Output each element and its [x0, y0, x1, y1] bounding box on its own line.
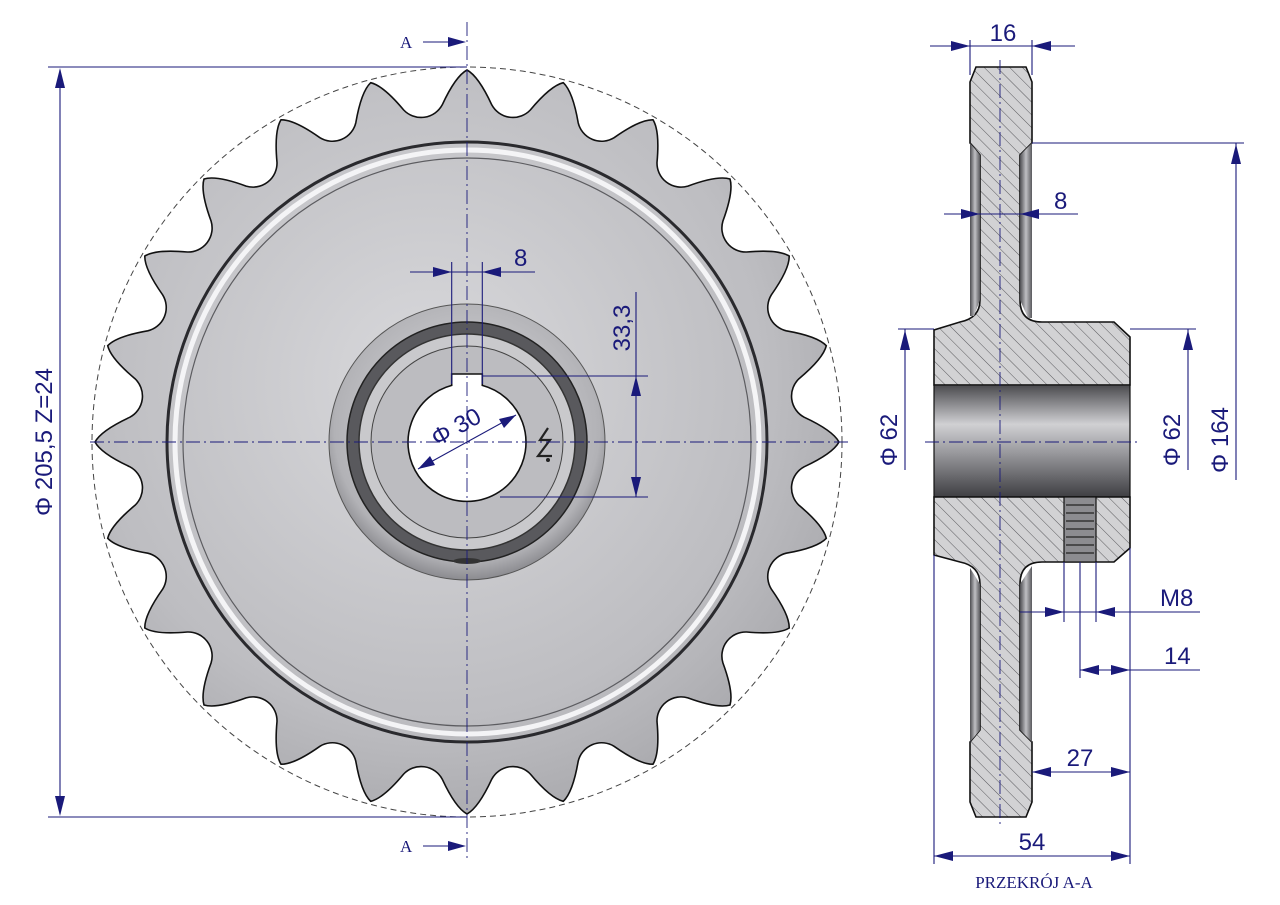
section-mark-top: A [400, 33, 413, 52]
bore-arrow-b [499, 415, 516, 428]
pos14-arrow-left [1080, 665, 1099, 675]
l54-arrow-left [934, 851, 953, 861]
w16-arrow-left [951, 41, 970, 51]
l54-text: 54 [1019, 829, 1046, 856]
section-mark-bottom: A [400, 837, 413, 856]
pos14-arrow-right [1111, 665, 1130, 675]
thread-lines [1066, 504, 1094, 554]
l27-text: 27 [1067, 745, 1094, 772]
hub-right-arrow [1183, 330, 1193, 350]
web-arrow-right [1020, 209, 1039, 219]
m8-arrow-left [1045, 607, 1064, 617]
od-arrow-bottom [55, 796, 65, 816]
section-upper-solid [933, 66, 1131, 386]
key-depth-text: 33,3 [609, 305, 636, 352]
section-upper-groove-left [970, 143, 980, 316]
key-arrow-left [433, 267, 452, 277]
key-width-text: 8 [514, 245, 527, 272]
web-text: 8 [1054, 188, 1067, 215]
od-arrow-top [55, 68, 65, 88]
front-view: Φ 205,5 Z=24 A A 8 33,3 Φ 30 [31, 22, 850, 860]
w16-text: 16 [990, 20, 1017, 47]
m8-arrow-right [1096, 607, 1115, 617]
hub-left-arrow [900, 330, 910, 350]
section-lower-groove-right [1020, 566, 1032, 742]
hub-right-text: Φ 62 [1159, 414, 1186, 467]
web-arrow-left [961, 209, 980, 219]
section-bore [933, 384, 1131, 498]
logo-dot [546, 458, 550, 462]
section-view: 16 8 Φ 62 Φ 62 Φ 164 M8 14 [876, 20, 1244, 892]
section-arrow-top-head [448, 37, 466, 47]
l27-arrow-right [1111, 767, 1130, 777]
section-arrow-bottom-head [448, 841, 466, 851]
logo-icon [535, 427, 553, 458]
section-caption: PRZEKRÓJ A-A [975, 873, 1093, 892]
bore-arrow-a [418, 456, 435, 469]
bore-dim-line [417, 414, 517, 470]
web-dia-text: Φ 164 [1207, 407, 1234, 473]
section-upper-groove-right [1020, 143, 1032, 318]
web-dia-arrow [1231, 144, 1241, 164]
section-lower-groove-left [970, 568, 980, 742]
section-lower-solid [933, 496, 1131, 818]
key-arrow-right [482, 267, 501, 277]
depth-arrow-top [631, 376, 641, 396]
l27-arrow-left [1032, 767, 1051, 777]
hub-left-text: Φ 62 [876, 414, 903, 467]
od-dim-text: Φ 205,5 Z=24 [31, 368, 58, 516]
pos14-text: 14 [1164, 643, 1191, 670]
l54-arrow-right [1111, 851, 1130, 861]
w16-arrow-right [1032, 41, 1051, 51]
m8-text: M8 [1160, 585, 1193, 612]
depth-arrow-bottom [631, 477, 641, 497]
